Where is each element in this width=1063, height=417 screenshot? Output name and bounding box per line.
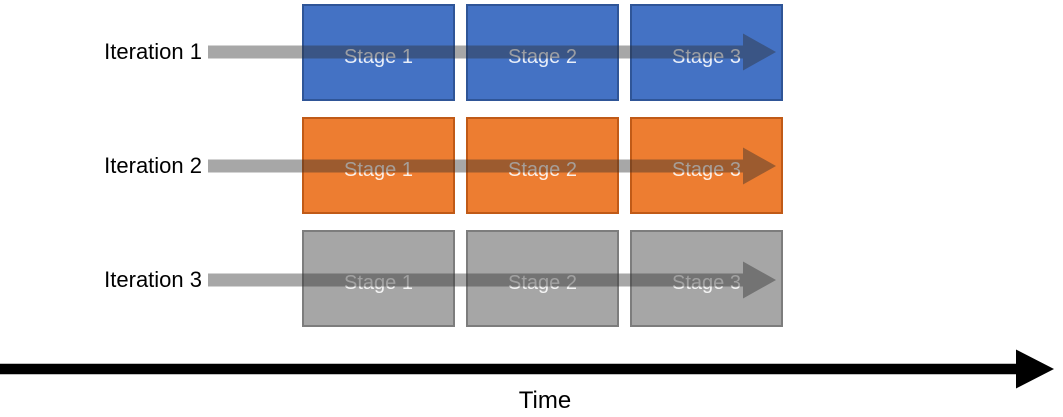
stage-box: Stage 1 (302, 117, 455, 214)
stage-label: Stage 1 (344, 159, 413, 182)
time-axis-arrow-icon (0, 349, 1054, 389)
arrow-shape (208, 261, 776, 299)
time-axis-label: Time (518, 387, 572, 414)
stage-box: Stage 3 (630, 230, 783, 327)
iteration-label: Iteration 2 (104, 153, 202, 178)
stage-flow-arrow-icon (208, 33, 776, 71)
stage-label: Stage 2 (508, 272, 577, 295)
stage-box: Stage 3 (630, 4, 783, 101)
stage-flow-arrow-icon (208, 261, 776, 299)
stage-box: Stage 1 (302, 230, 455, 327)
stage-label: Stage 3 (672, 159, 741, 182)
stage-label: Stage 1 (344, 272, 413, 295)
arrow-shape (208, 33, 776, 71)
stage-box: Stage 3 (630, 117, 783, 214)
stage-box: Stage 1 (302, 4, 455, 101)
stage-box: Stage 2 (466, 230, 619, 327)
stage-box: Stage 2 (466, 117, 619, 214)
stage-label: Stage 2 (508, 46, 577, 69)
iteration-label: Iteration 3 (104, 267, 202, 292)
arrow-shape (208, 147, 776, 185)
iteration-label: Iteration 1 (104, 39, 202, 64)
arrow-shape (0, 349, 1054, 389)
stage-label: Stage 3 (672, 272, 741, 295)
stage-label: Stage 3 (672, 46, 741, 69)
stage-box: Stage 2 (466, 4, 619, 101)
stage-label: Stage 1 (344, 46, 413, 69)
stage-label: Stage 2 (508, 159, 577, 182)
stage-flow-arrow-icon (208, 147, 776, 185)
